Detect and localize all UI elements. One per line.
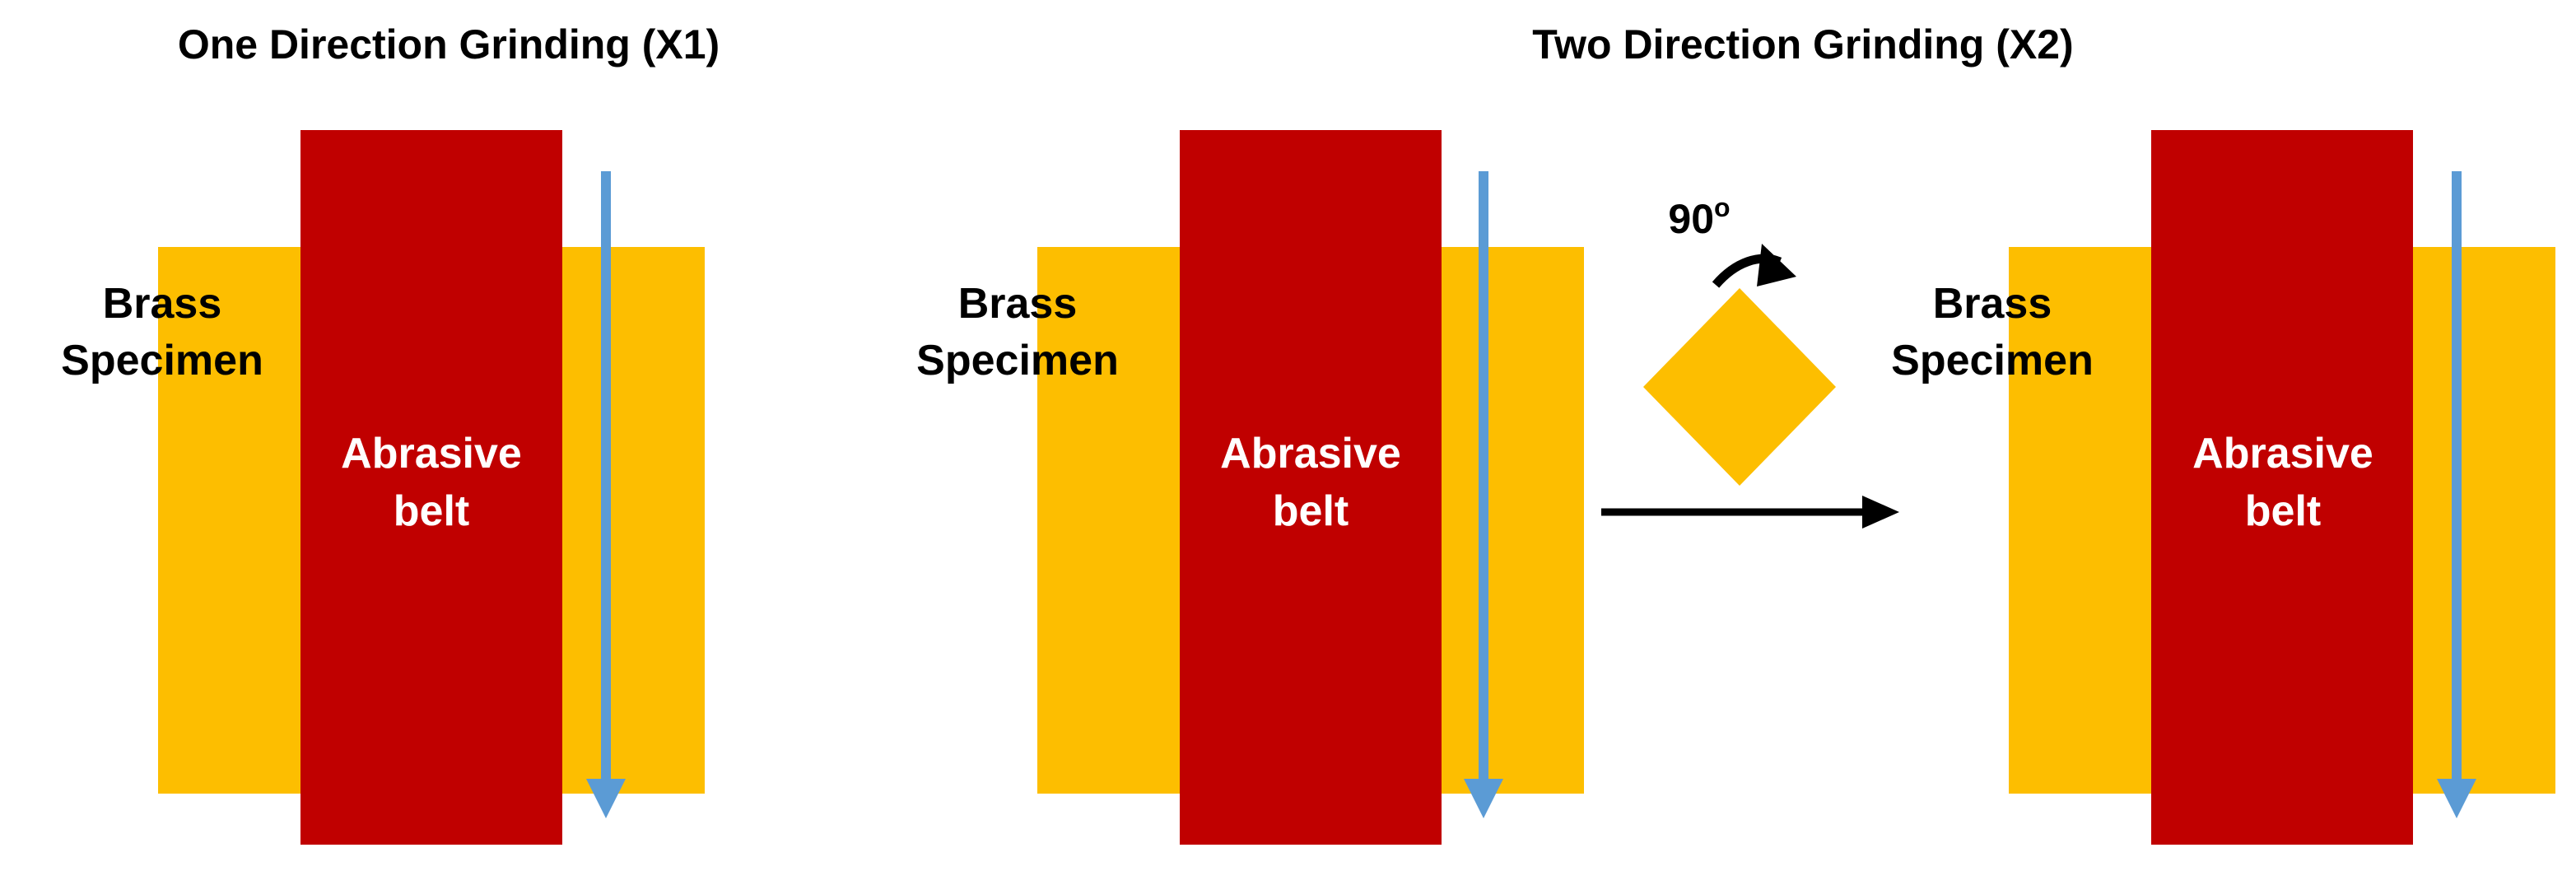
panel-one-direction: One Direction Grinding (X1) Brass Specim…	[61, 21, 720, 845]
specimen-label-2b-line1: Brass	[1933, 280, 2052, 328]
belt-label-1-line1: Abrasive	[341, 430, 522, 477]
abrasive-belt-1	[300, 130, 562, 845]
abrasive-belt-2a	[1180, 130, 1442, 845]
rotated-specimen-diamond	[1643, 288, 1836, 486]
specimen-label-2a-line1: Brass	[958, 280, 1078, 328]
rotation-label: 90o	[1668, 193, 1730, 242]
belt-label-2b-line1: Abrasive	[2192, 430, 2373, 477]
belt-label-2b-line2: belt	[2245, 487, 2321, 535]
specimen-label-1-line1: Brass	[103, 280, 222, 328]
rotation-arrow-head	[1757, 244, 1796, 286]
panel-one-title: One Direction Grinding (X1)	[178, 21, 720, 68]
specimen-label-2b-line2: Specimen	[1891, 337, 2094, 384]
specimen-label-2a-line2: Specimen	[916, 337, 1119, 384]
panel-two-title: Two Direction Grinding (X2)	[1532, 21, 2073, 68]
specimen-label-1-line2: Specimen	[61, 337, 263, 384]
belt-label-2a-line1: Abrasive	[1220, 430, 1401, 477]
panel-two-direction: Two Direction Grinding (X2) Brass Specim…	[916, 21, 2555, 845]
belt-label-1-line2: belt	[394, 487, 469, 535]
abrasive-belt-2b	[2151, 130, 2413, 845]
belt-label-2a-line2: belt	[1273, 487, 1349, 535]
transition-arrow-head	[1862, 496, 1899, 529]
